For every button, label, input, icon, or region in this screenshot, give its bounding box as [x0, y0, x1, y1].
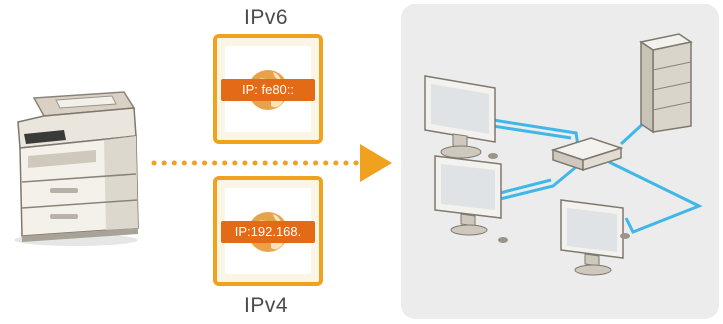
ipv4-label: IPv4: [244, 294, 289, 317]
monitor-icon: [560, 199, 630, 276]
printer-icon: [14, 91, 139, 246]
ipv4-address-card: IP:192.168.: [213, 176, 323, 286]
monitor-icon: [424, 75, 498, 159]
server-icon: [639, 33, 693, 134]
arrow-right-icon: [151, 144, 392, 182]
ipv4-address-tag: IP:192.168.: [221, 221, 315, 243]
ipv6-address-tag: IP: fe80::: [221, 79, 315, 101]
ipv6-label: IPv6: [244, 6, 289, 29]
network-panel: [401, 4, 719, 319]
router-icon: [550, 137, 624, 172]
network-diagram: [424, 33, 703, 276]
monitor-icon: [434, 155, 508, 243]
ipv6-address-card: IP: fe80::: [213, 34, 323, 144]
